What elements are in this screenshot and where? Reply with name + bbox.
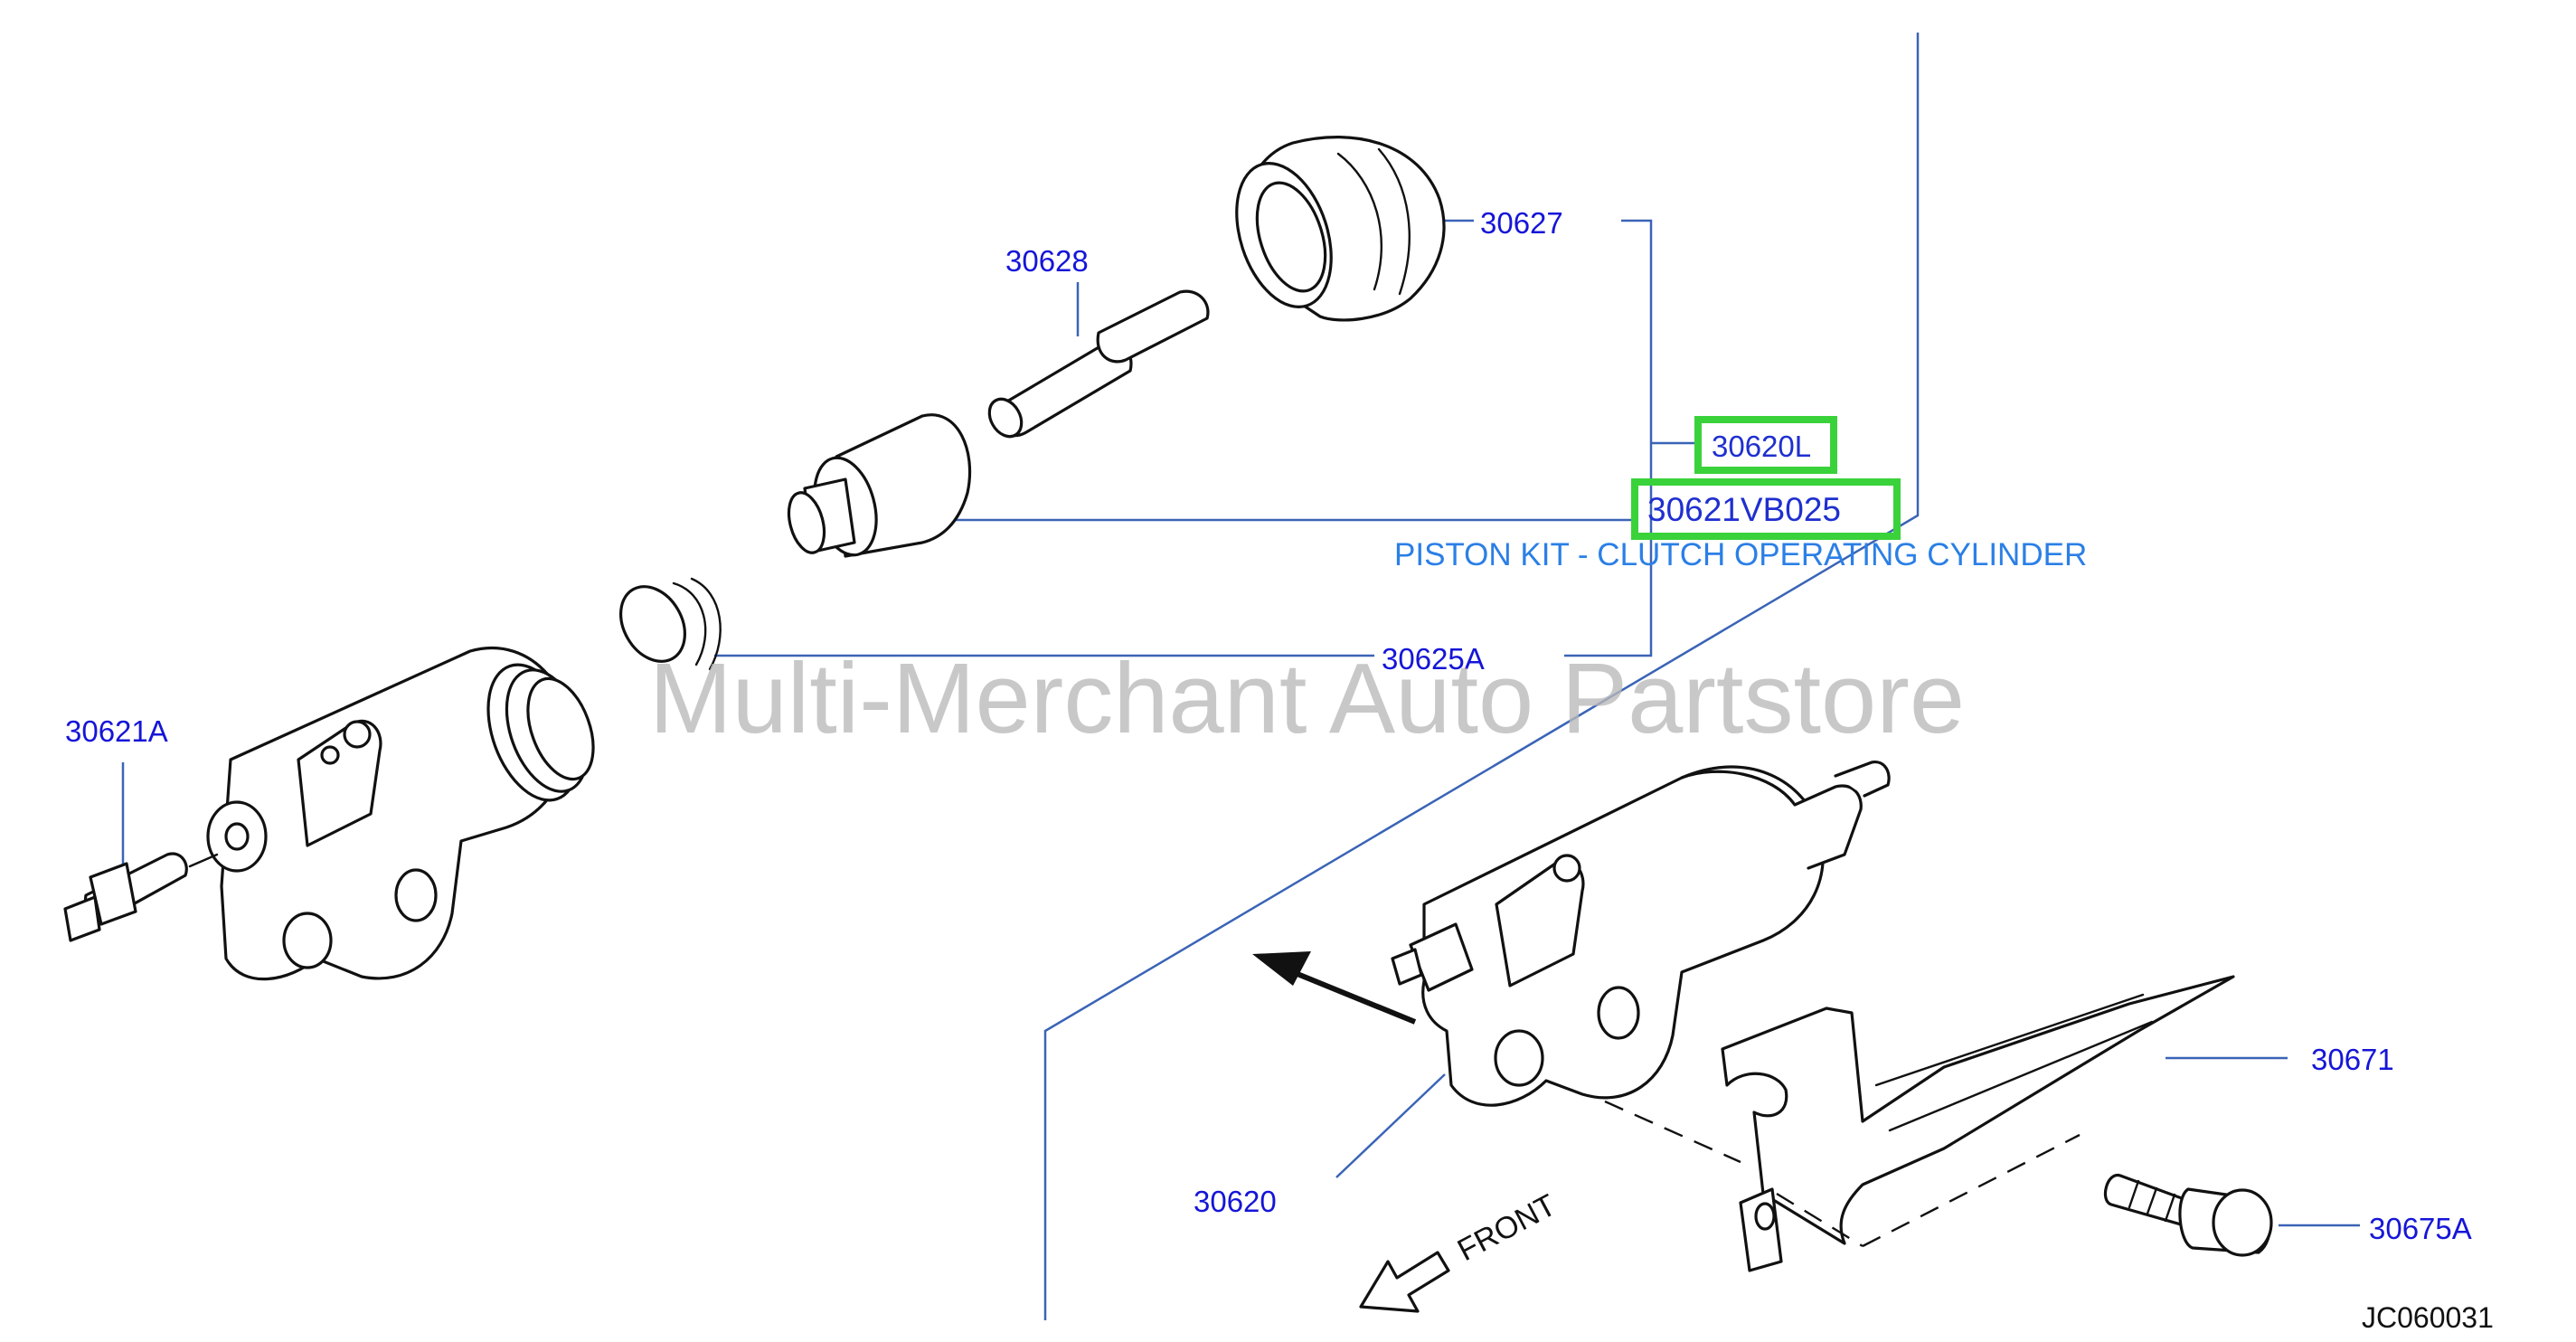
dust-boot-30627: [1235, 136, 1446, 322]
front-text: FRONT: [1452, 1188, 1562, 1269]
label-30671[interactable]: 30671: [2311, 1043, 2394, 1076]
label-30621A[interactable]: 30621A: [65, 714, 168, 748]
section-divider-line: [1043, 33, 1920, 1320]
leader-lines: [121, 33, 2360, 1320]
operating-cylinder-exploded: [206, 646, 595, 981]
push-rod-30628: [987, 289, 1210, 439]
front-indicator: FRONT: [1359, 1188, 1562, 1313]
bracket-30671: [1604, 975, 2235, 1272]
kit-description: PISTON KIT - CLUTCH OPERATING CYLINDER: [1394, 537, 2087, 572]
label-30620[interactable]: 30620: [1194, 1185, 1277, 1218]
kit-bracket-line: [1564, 219, 1653, 657]
diagram-code: JC060031: [2362, 1301, 2494, 1334]
label-30621VB025[interactable]: 30621VB025: [1647, 491, 1841, 528]
highlight-box-30621VB025: [1631, 478, 1901, 540]
label-30675A[interactable]: 30675A: [2369, 1212, 2472, 1245]
watermark-text: Multi-Merchant Auto Partstore: [649, 643, 1965, 754]
piston-30621VB025: [787, 413, 972, 558]
label-30628[interactable]: 30628: [1005, 244, 1089, 278]
highlight-box-30620L: [1694, 416, 1837, 474]
leader-30620: [1335, 1073, 1446, 1178]
label-30620L[interactable]: 30620L: [1712, 430, 1811, 463]
direction-arrow: [1252, 951, 1417, 1025]
cup-seal-30625A: [619, 577, 722, 671]
bolt-30675A: [2103, 1174, 2273, 1257]
bleeder-screw-30621A: [63, 852, 219, 942]
front-arrow-icon: [1359, 1251, 1450, 1313]
operating-cylinder-30620: [1391, 761, 1891, 1107]
label-30625A[interactable]: 30625A: [1382, 642, 1485, 676]
part-labels: 30627 30628 30620L 30621VB025 PISTON KIT…: [65, 206, 2472, 1245]
label-30627[interactable]: 30627: [1480, 206, 1563, 240]
